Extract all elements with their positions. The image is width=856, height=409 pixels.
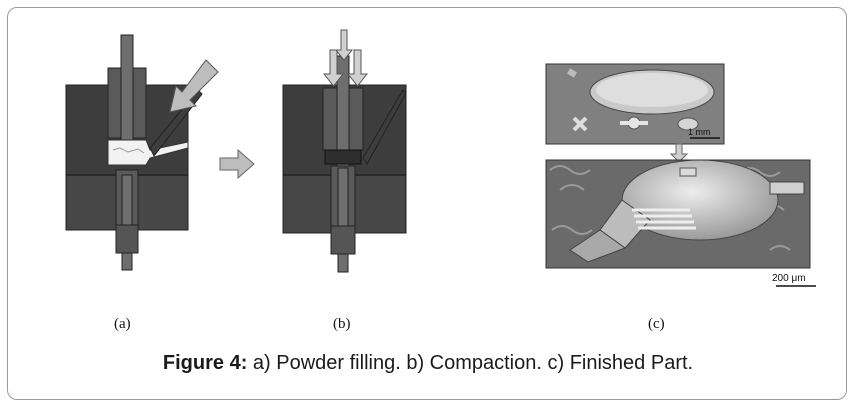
upper-punch — [120, 34, 134, 146]
panel-b-label: (b) — [333, 316, 351, 332]
sem-image-detail — [545, 159, 811, 269]
compacted-part — [324, 149, 362, 165]
panel-a-label: (a) — [114, 316, 131, 332]
powder-cavity — [107, 139, 189, 166]
compaction-arrow-left — [322, 49, 345, 87]
transition-arrow — [219, 148, 255, 180]
panel-c-label: (c) — [648, 316, 665, 332]
sem-image-overview: 1 mm — [545, 63, 725, 145]
scale-bar-label-top: 1 mm — [688, 127, 711, 137]
figure-caption-text: a) Powder filling. b) Compaction. c) Fin… — [247, 352, 694, 374]
lower-punch — [121, 174, 133, 271]
panel-a-powder-filling-diagram — [65, 34, 255, 271]
figure-caption: Figure 4: a) Powder filling. b) Compacti… — [0, 352, 856, 375]
feed-arrow — [169, 59, 219, 113]
panel-b-compaction-diagram — [282, 29, 407, 273]
compaction-arrow-center — [334, 29, 354, 61]
zoom-arrow — [669, 143, 689, 163]
scale-bar-label-bottom: 200 μm — [772, 273, 806, 284]
panel-c-finished-part-micrographs: 1 mm 200 μm — [545, 63, 816, 287]
compaction-arrow-right — [346, 49, 369, 87]
figure-caption-number: Figure 4: — [162, 352, 248, 374]
lower-punch — [337, 167, 349, 273]
